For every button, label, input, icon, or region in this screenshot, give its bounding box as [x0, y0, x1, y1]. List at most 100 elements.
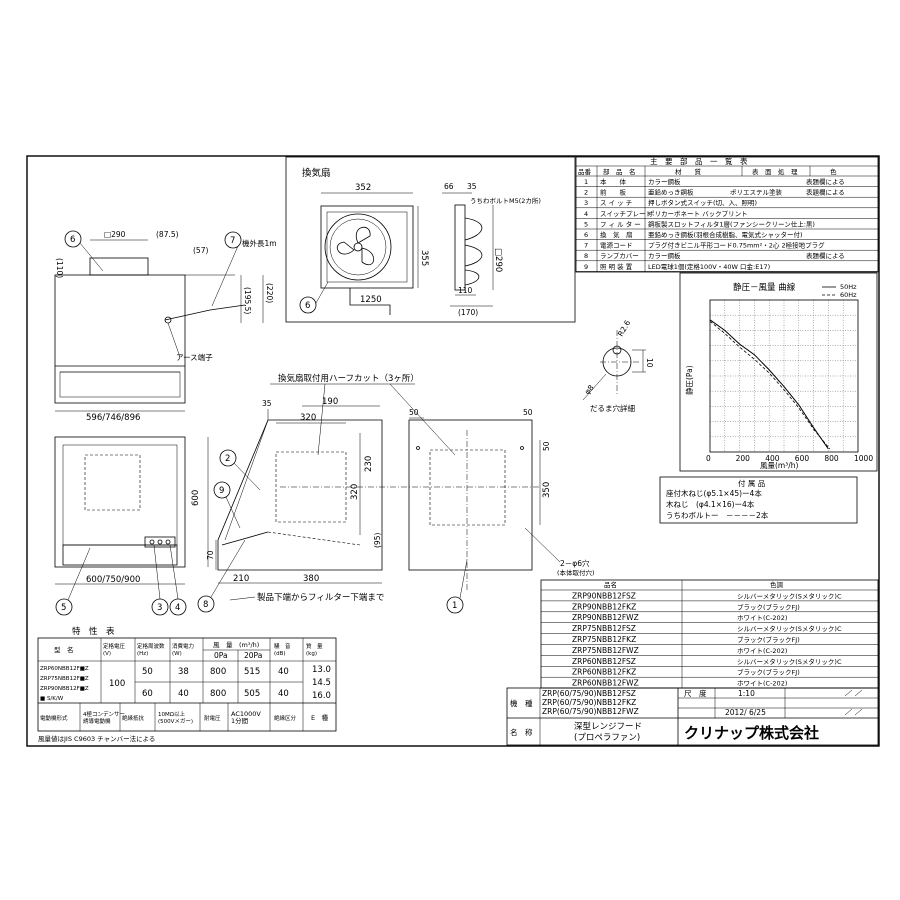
fan-ring: [324, 213, 392, 281]
svg-text:6: 6: [305, 301, 310, 311]
balloon-4: 4: [175, 603, 180, 613]
fan-dim-355: 355: [419, 250, 429, 266]
model-color: ホワイト(C-202): [737, 680, 787, 688]
parts-cell: 鋼板製スロットフィルタ1層(ファンシークリーン仕上:黒): [648, 219, 815, 228]
parts-cell: 照 明 装 置: [600, 262, 633, 271]
bottom-height: 600: [191, 490, 201, 506]
svg-text:定格電圧(V): 定格電圧(V): [103, 642, 126, 657]
ventilation-fan-panel: 換気扇 352 355 1250 6 66 35 うちわボルトM5(2カ所) □…: [285, 156, 576, 323]
parts-cell: 6: [584, 231, 588, 239]
svg-text:ZRP(60/75/90)NBB12FWZ: ZRP(60/75/90)NBB12FWZ: [542, 707, 639, 716]
fan-blades: [336, 226, 375, 265]
spec-value: 40: [278, 689, 289, 699]
filter-offset-note: 製品下端からフィルター下端まで: [257, 592, 384, 603]
fan-dim-1250: 1250: [360, 295, 382, 305]
spec-value: 800: [210, 667, 226, 677]
svg-text:100: 100: [109, 679, 125, 689]
parts-cell: 4: [584, 210, 588, 218]
parts-cell: 亜鉛めっき鋼板: [648, 188, 694, 197]
chart-x-tick: 600: [795, 454, 810, 463]
parts-cell: 換 気 扇: [600, 230, 633, 239]
front-dim-1955: (195.5): [243, 287, 252, 314]
rear-holes-sub: (本体取付穴): [557, 568, 595, 577]
svg-text:電動機形式: 電動機形式: [40, 714, 68, 722]
side-dim-210: 210: [233, 574, 249, 584]
hood-rear-body: [408, 419, 533, 571]
earth-terminal: アース端子: [176, 352, 213, 362]
svg-text:ZRP(60/75/90)NBB12FKZ: ZRP(60/75/90)NBB12FKZ: [542, 698, 636, 707]
parts-cell: ス イ ッ チ: [600, 199, 632, 207]
fan-title: 換気扇: [302, 167, 331, 179]
front-view: 6 7 □290 (87.5) (57) 機外長1m (110) (195.5)…: [54, 230, 277, 423]
specs-table: 特 性 表 型 名 定格電圧(V) 定格周波数(Hz) 消費電力(W) 風 量 …: [37, 626, 337, 743]
fan-side-body: [454, 204, 466, 291]
parts-cell: ランプカバー: [600, 252, 639, 260]
model-color: シルバーメタリック(Sメタリック)C: [737, 591, 842, 600]
chart-legend-label: 60Hz: [840, 291, 857, 299]
model-name: ZRP75NBB12FWZ: [572, 646, 639, 655]
parts-cell: プラグ付きビニル平形コード0.75mm²・2心 2極接地プラグ: [648, 241, 825, 250]
company-name: クリナップ株式会社: [684, 724, 819, 742]
spec-value: 38: [178, 667, 189, 677]
front-dim-57: (57): [193, 246, 208, 255]
svg-text:0Pa: 0Pa: [214, 651, 228, 660]
parts-cell: 表題欄による: [806, 251, 845, 260]
side-dim-230: 230: [364, 456, 374, 472]
svg-text:ZRP(60/75/90)NBB12FSZ: ZRP(60/75/90)NBB12FSZ: [542, 689, 636, 698]
parts-cell: ポリエステル塗装: [730, 188, 783, 197]
svg-text:ZRP90NBB12F■Z: ZRP90NBB12F■Z: [40, 686, 89, 692]
parts-cell: 押しボタン式スイッチ(切、入、照明): [648, 198, 757, 207]
model-name: ZRP90NBB12FKZ: [572, 602, 636, 611]
svg-text:13.0: 13.0: [312, 665, 331, 675]
half-cut-note: 換気扇取付用ハーフカット（3ヶ所）: [278, 373, 419, 384]
model-name: ZRP90NBB12FSZ: [572, 591, 636, 600]
chart-x-tick: 800: [824, 454, 839, 463]
side-dim-320b: 320: [350, 484, 360, 500]
svg-text:表 面 処 理: 表 面 処 理: [752, 167, 798, 176]
svg-text:型 名: 型 名: [54, 645, 74, 654]
side-dim-380: 380: [303, 574, 319, 584]
power-cord: [164, 304, 246, 321]
parts-cell: 8: [584, 252, 588, 260]
front-cord: 機外長1m: [242, 238, 277, 248]
svg-text:騒 音(dB): 騒 音(dB): [274, 642, 291, 657]
fan-dim-66: 66: [444, 182, 454, 191]
side-dim-320a: 320: [300, 413, 316, 423]
chart-series-50Hz: [709, 319, 829, 450]
chart-x-tick: 1000: [854, 454, 873, 463]
svg-text:10MΩ以上(500Vメガー): 10MΩ以上(500Vメガー): [158, 710, 193, 725]
hood-bottom-body: [54, 436, 186, 568]
balloon-9: 9: [219, 486, 224, 496]
chart-title: 静圧－風量 曲線: [733, 282, 796, 293]
fan-opening: [84, 454, 141, 511]
rear-holes: 2－φ6穴: [560, 558, 590, 568]
drawing-date: 2012/ 6/25: [725, 708, 766, 717]
front-dim-110: (110): [55, 258, 64, 278]
chart-x-tick: 400: [765, 454, 780, 463]
svg-text:ZRP75NBB12F■Z: ZRP75NBB12F■Z: [40, 676, 89, 682]
model-color: ホワイト(C-202): [737, 614, 787, 622]
accessory-3: うちわボルトー －－－－2本: [666, 510, 769, 520]
parts-cell: フ ィ ル タ ー: [600, 219, 641, 228]
hole-phi8: φ8: [583, 383, 596, 396]
spec-value: 60: [142, 689, 153, 699]
rear-dim-50c: 50: [542, 441, 551, 451]
parts-cell: 1: [584, 178, 588, 186]
fan-balloon-6: [299, 296, 317, 314]
svg-text:消費電力(W): 消費電力(W): [172, 642, 194, 657]
chart-x-tick: 200: [736, 454, 751, 463]
switch-plate: [144, 536, 176, 548]
filter-line: [221, 531, 269, 546]
spec-value: 40: [178, 689, 189, 699]
svg-text:ZRP60NBB12F■Z: ZRP60NBB12F■Z: [40, 666, 89, 672]
svg-text:耐電圧: 耐電圧: [204, 714, 221, 722]
accessories-box: 付 属 品 座付木ねじ(φ5.1×45)ー4本 木ねじ (φ4.1×16)ー4本…: [659, 476, 858, 524]
svg-text:E 種: E 種: [311, 714, 329, 722]
parts-cell: 本 体: [600, 177, 627, 186]
scale-label: 尺 度: [684, 688, 707, 698]
parts-cell: 表題欄による: [806, 177, 845, 186]
chart-legend-label: 50Hz: [840, 283, 857, 291]
